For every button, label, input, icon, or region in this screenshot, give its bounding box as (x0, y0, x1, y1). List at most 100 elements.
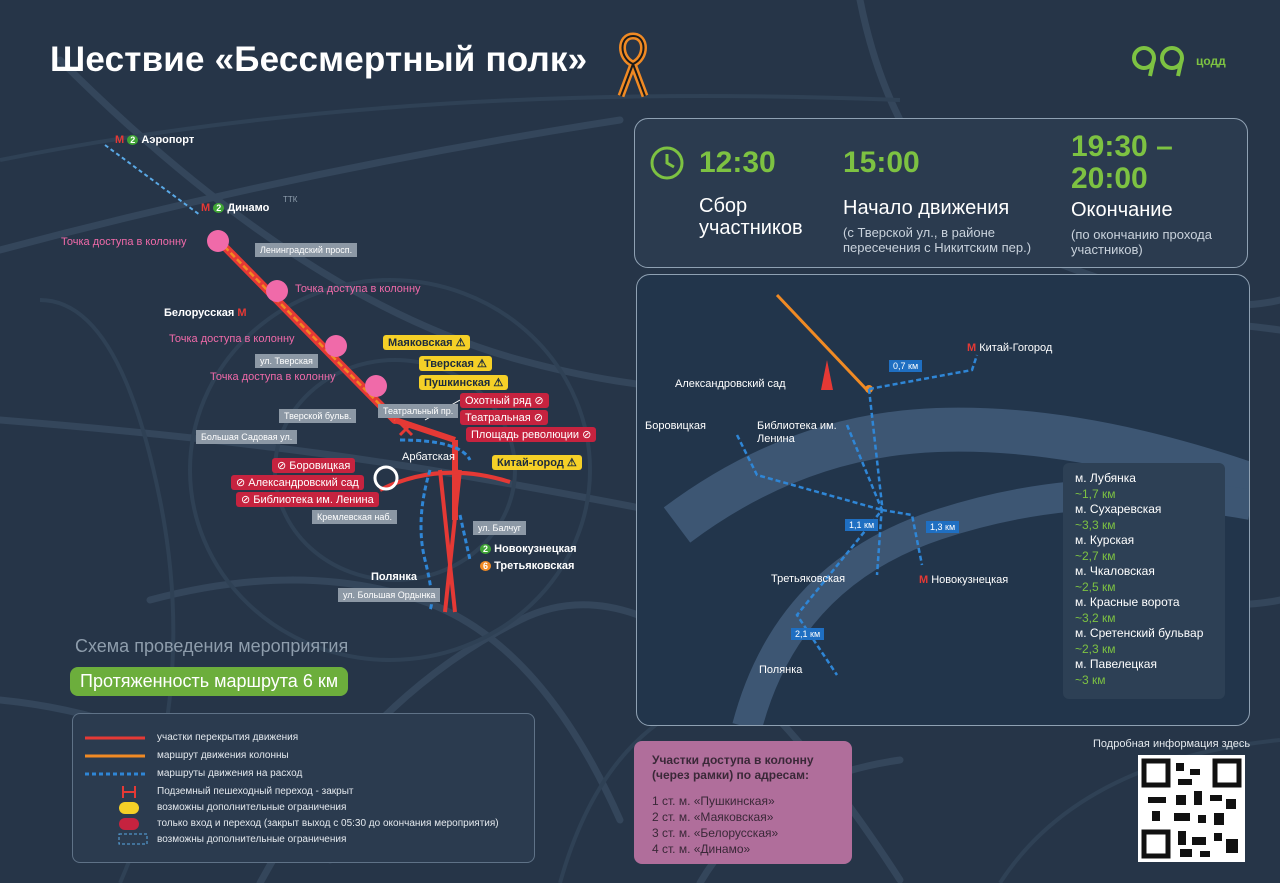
walk-station-distance: ~2,3 км (1075, 641, 1116, 656)
access-label-3: Точка доступа в колонну (169, 333, 295, 345)
walk-station-distance: ~3,2 км (1075, 610, 1116, 625)
station-aeroport[interactable]: M 2 Аэропорт (115, 134, 195, 146)
st-george-ribbon-icon (617, 32, 649, 98)
access-item-2: 2 ст. м. «Маяковская» (652, 810, 774, 824)
station-tretyakovskaya[interactable]: 6 Третьяковская (480, 560, 574, 572)
inset-station-kitay[interactable]: M Китай-Гогород (967, 342, 1053, 354)
access-label-2: Точка доступа в колонну (295, 283, 421, 295)
street-kremlevskaya: Кремлевская наб. (312, 510, 398, 524)
walk-station-name: м. Сухаревская (1075, 502, 1162, 516)
walk-station-distance: ~3 км (1075, 672, 1106, 687)
label-start: Начало движения (843, 197, 1010, 219)
street-leningradsky: Ленинградский просп. (255, 243, 358, 257)
walk-station-name: м. Чкаловская (1075, 564, 1155, 578)
note-start: (с Тверской ул., в районе пересечения с … (843, 225, 1032, 255)
street-tverskoy: Тверской бульв. (279, 409, 357, 423)
station-aleksandrovsky[interactable]: ⊘ Александровский сад (231, 475, 364, 490)
station-dinamo[interactable]: M 2 Динамо (201, 202, 270, 214)
street-bolshaya-ordynka: ул. Большая Ордынка (338, 588, 441, 602)
inset-station-biblioteka[interactable]: Библиотека им. Ленина (757, 420, 837, 445)
inset-dist-1-1: 1,1 км (845, 519, 879, 531)
access-label-1: Точка доступа в колонну (61, 236, 187, 248)
inset-station-tretyakovskaya[interactable]: Третьяковская (771, 573, 846, 585)
street-teatralny: Театральный пр. (378, 404, 459, 418)
legend-item-7: возможны дополнительные ограничения (157, 834, 347, 845)
station-kitay[interactable]: Китай-город ⚠ (492, 455, 582, 470)
qr-code-icon (1141, 758, 1242, 859)
inset-station-borovitskaya[interactable]: Боровицкая (645, 420, 706, 432)
station-ploshchad[interactable]: Площадь революции ⊘ (466, 427, 597, 442)
kremlin-marker (373, 465, 399, 491)
street-bolshaya-sadovaya: Большая Садовая ул. (196, 430, 298, 444)
station-okhotny[interactable]: Охотный ряд ⊘ (460, 393, 549, 408)
qr-label: Подробная информация здесь (1093, 738, 1251, 750)
inset-station-aleksandrovsky[interactable]: Александровский сад (675, 378, 786, 390)
street-tverskaya: ул. Тверская (255, 354, 318, 368)
station-polyanka[interactable]: Полянка (371, 571, 418, 583)
time-start: 15:00 (843, 146, 920, 179)
legend-item-5: возможны дополнительные ограничения (157, 802, 347, 813)
walk-station-name: м. Сретенский бульвар (1075, 626, 1204, 640)
walk-station-distance: ~2,5 км (1075, 579, 1116, 594)
schedule-end: 19:30 – 20:00 Окончание (по окончанию пр… (1071, 130, 1236, 258)
station-tverskaya[interactable]: Тверская ⚠ (419, 356, 492, 371)
walk-station-distance: ~2,7 км (1075, 548, 1116, 563)
station-biblioteka[interactable]: ⊘ Библиотека им. Ленина (236, 492, 379, 507)
legend: участки перекрытия движения маршрут движ… (72, 713, 535, 863)
label-gathering: Сбор участников (699, 195, 803, 239)
schedule-start: 15:00 Начало движения (с Тверской ул., в… (843, 146, 1053, 256)
inset-station-polyanka[interactable]: Полянка (759, 664, 803, 676)
route-map (104, 144, 511, 613)
walk-station-name: м. Курская (1075, 533, 1135, 547)
walk-station-name: м. Красные ворота (1075, 595, 1180, 609)
legend-item-1: участки перекрытия движения (157, 732, 299, 743)
station-pushkinskaya[interactable]: Пушкинская ⚠ (419, 375, 509, 390)
street-balchug: ул. Балчуг (473, 521, 526, 535)
logo-text: цодд (1196, 54, 1226, 68)
inset-dist-1-3: 1,3 км (926, 521, 960, 533)
access-label-4: Точка доступа в колонну (210, 371, 336, 383)
qr-code[interactable] (1138, 755, 1245, 862)
legend-item-4: Подземный пешеходный переход - закрыт (157, 786, 354, 797)
station-novokuznetskaya[interactable]: 2 Новокузнецкая (480, 543, 577, 555)
page-title: Шествие «Бессмертный полк» (50, 40, 588, 79)
access-point-1[interactable] (207, 230, 229, 252)
inset-dist-2-1: 2,1 км (791, 628, 825, 640)
note-end: (по окончанию прохода участников) (1071, 227, 1212, 257)
station-arbatskaya[interactable]: Арбатская (402, 451, 455, 463)
legend-item-2: маршрут движения колонны (157, 750, 289, 761)
access-heading: Участки доступа в колонну (через рамки) … (652, 753, 814, 782)
access-point-4[interactable] (365, 375, 387, 397)
access-item-1: 1 ст. м. «Пушкинская» (652, 794, 775, 808)
label-end: Окончание (1071, 199, 1173, 221)
codd-logo: цодд (1130, 44, 1226, 78)
walk-station-name: м. Павелецкая (1075, 657, 1157, 671)
street-ttk: ТТК (283, 195, 298, 204)
schedule-gathering: 12:30 Сбор участников (699, 146, 829, 240)
codd-logo-icon (1132, 46, 1184, 77)
clock-icon (650, 146, 684, 180)
access-item-3: 3 ст. м. «Белорусская» (652, 826, 779, 840)
station-teatralnaya[interactable]: Театральная ⊘ (460, 410, 548, 425)
schedule-panel: 12:30 Сбор участников 15:00 Начало движе… (634, 118, 1248, 268)
route-length-badge: Протяженность маршрута 6 км (70, 667, 349, 696)
access-point-3[interactable] (325, 335, 347, 357)
legend-symbols (85, 736, 148, 845)
legend-item-6: только вход и переход (закрыт выход с 05… (157, 818, 499, 829)
time-end: 19:30 – 20:00 (1071, 130, 1173, 195)
walk-station-distance: ~1,7 км (1075, 486, 1116, 501)
inset-station-novokuznetskaya[interactable]: M Новокузнецкая (919, 574, 1009, 586)
station-belorusskaya[interactable]: Белорусская M (164, 307, 247, 319)
legend-item-3: маршруты движения на расход (157, 768, 303, 779)
station-borovitskaya[interactable]: ⊘ Боровицкая (272, 458, 356, 473)
station-mayakovskaya[interactable]: Маяковская ⚠ (383, 335, 471, 350)
schema-title: Схема проведения мероприятия (75, 636, 349, 656)
walk-station-distance: ~3,3 км (1075, 517, 1116, 532)
time-gathering: 12:30 (699, 146, 776, 179)
access-box: Участки доступа в колонну (через рамки) … (634, 741, 852, 864)
inset-dist-0-7: 0,7 км (889, 360, 923, 372)
walk-station-name: м. Лубянка (1075, 471, 1136, 485)
access-item-4: 4 ст. м. «Динамо» (652, 842, 751, 856)
access-point-2[interactable] (266, 280, 288, 302)
